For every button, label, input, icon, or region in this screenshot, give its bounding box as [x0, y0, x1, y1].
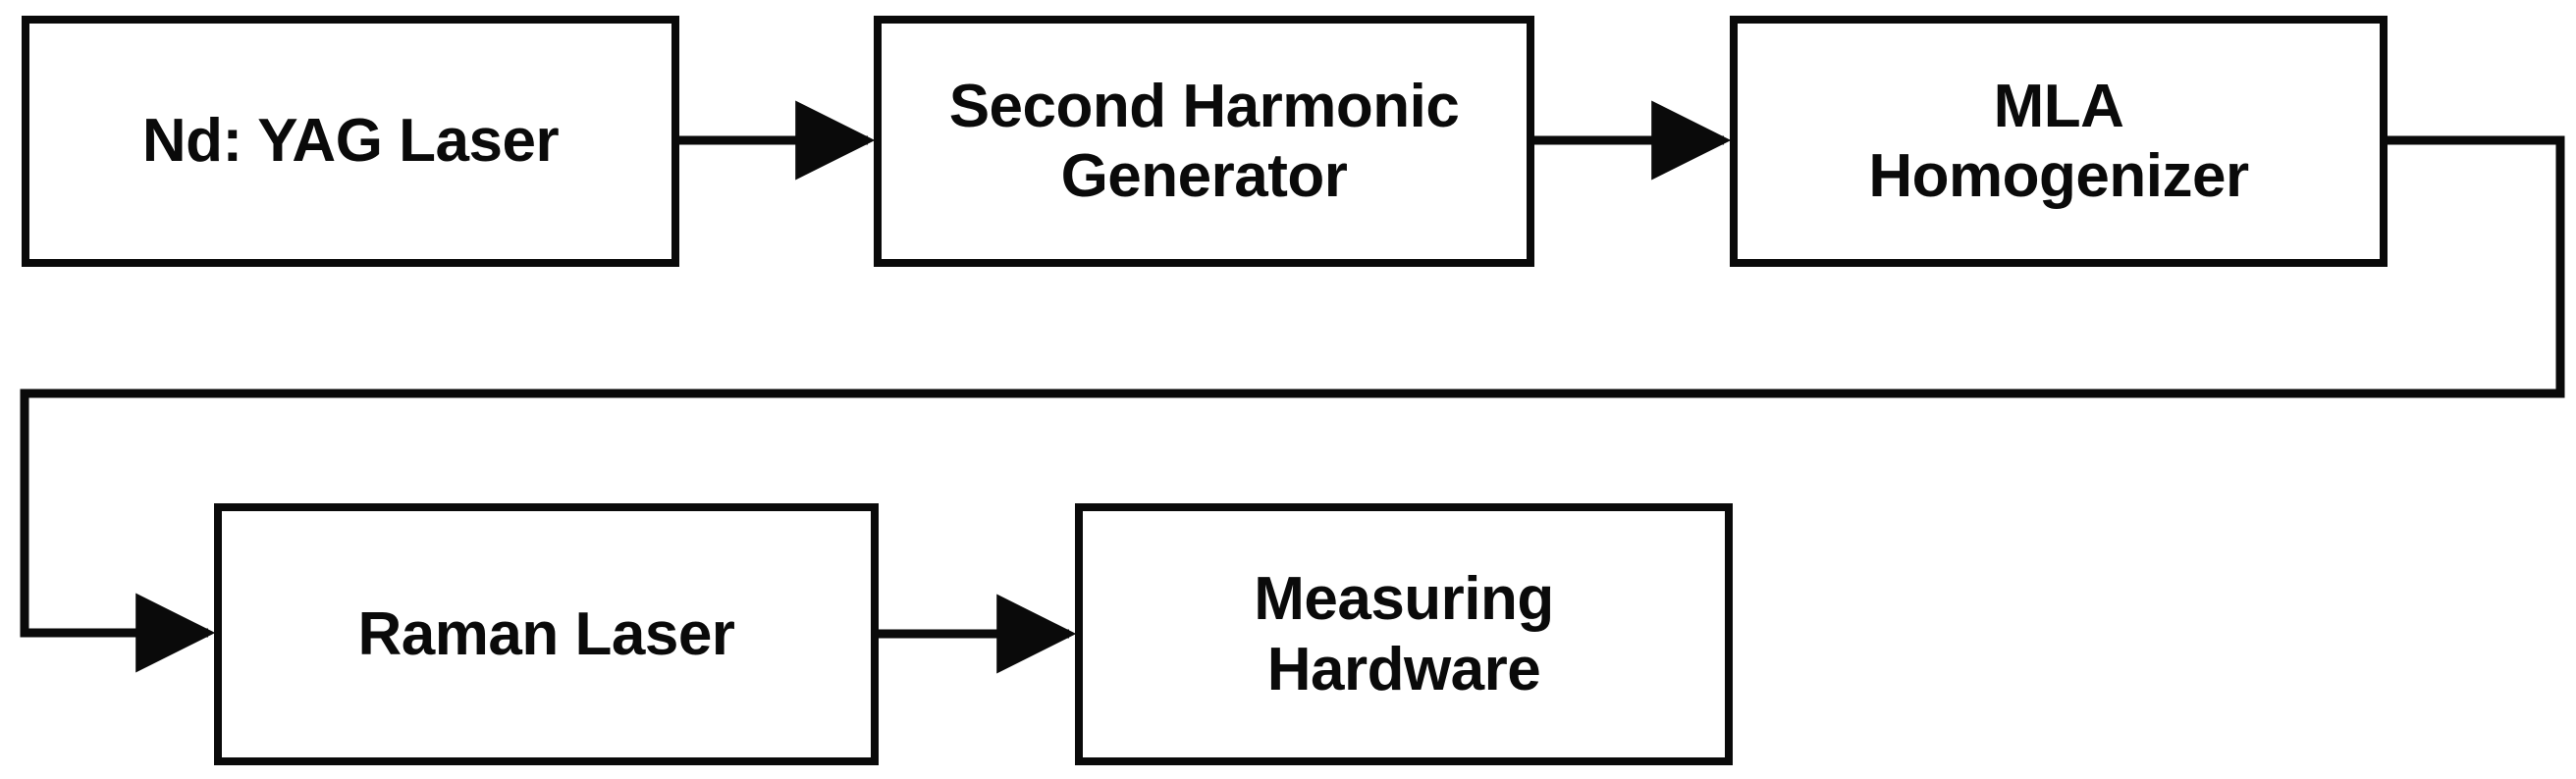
- node-label-nd-yag-laser: Nd: YAG Laser: [141, 107, 560, 176]
- node-label-second-harmonic-generator: Second Harmonic Generator: [948, 72, 1460, 210]
- node-measuring-hardware[interactable]: Measuring Hardware: [1075, 503, 1733, 765]
- node-second-harmonic-generator[interactable]: Second Harmonic Generator: [874, 16, 1534, 267]
- node-mla-homogenizer[interactable]: MLA Homogenizer: [1730, 16, 2388, 267]
- node-label-mla-homogenizer: MLA Homogenizer: [1868, 72, 2249, 210]
- node-label-measuring-hardware: Measuring Hardware: [1254, 565, 1554, 703]
- node-label-raman-laser: Raman Laser: [357, 599, 735, 668]
- node-nd-yag-laser[interactable]: Nd: YAG Laser: [22, 16, 679, 267]
- node-raman-laser[interactable]: Raman Laser: [214, 503, 879, 765]
